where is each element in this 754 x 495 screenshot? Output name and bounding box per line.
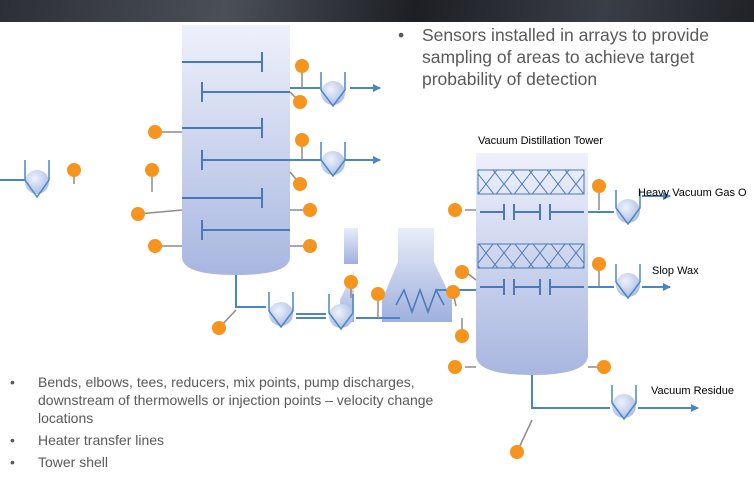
top-bullet-item: Sensors installed in arrays to provide s… <box>398 24 748 90</box>
pump-heavy-gas-oil <box>615 190 641 226</box>
sensor-dot <box>131 207 145 221</box>
sensor-dot <box>592 179 606 193</box>
pump-side-draw-middle <box>320 142 346 178</box>
packing-bed-upper <box>477 169 585 195</box>
sensor-array <box>67 59 611 459</box>
sensor-dot <box>293 177 307 191</box>
sensor-dot <box>67 163 81 177</box>
bottom-bullet-item: Heater transfer lines <box>4 431 444 449</box>
sensor-dot <box>303 239 317 253</box>
sensor-dot <box>148 125 162 139</box>
pump-slop-wax <box>615 264 641 300</box>
pump-vacuum-residue <box>611 385 637 421</box>
sensor-dot <box>510 445 524 459</box>
heavy-gas-oil-label: Heavy Vacuum Gas O <box>638 187 747 199</box>
pump-side-draw-upper <box>320 72 346 108</box>
sensor-dot <box>344 275 358 289</box>
sensor-dot <box>448 360 462 374</box>
bottom-bullet-list: Bends, elbows, tees, reducers, mix point… <box>4 373 444 475</box>
sensor-dot <box>148 239 162 253</box>
pump-bottoms-1 <box>268 292 294 329</box>
bottom-bullet-item: Bends, elbows, tees, reducers, mix point… <box>4 373 444 427</box>
vacuum-residue-label: Vacuum Residue <box>651 385 734 397</box>
slop-wax-label: Slop Wax <box>652 265 699 277</box>
sensor-dot <box>597 360 611 374</box>
title-bar-background <box>0 0 754 22</box>
sensor-dot <box>293 95 307 109</box>
sensor-dot <box>455 329 469 343</box>
sensor-dot <box>455 265 469 279</box>
vacuum-distillation-tower <box>476 153 588 375</box>
sensor-dot <box>212 321 226 335</box>
pump-inlet <box>24 160 50 199</box>
sensor-dot <box>303 203 317 217</box>
sensor-dot <box>295 133 309 147</box>
top-bullet-list: Sensors installed in arrays to provide s… <box>398 24 748 90</box>
sensor-dot <box>371 287 385 301</box>
tower-label: Vacuum Distillation Tower <box>478 135 603 147</box>
furnace-heater <box>340 228 452 322</box>
packing-bed-lower <box>477 243 585 269</box>
bottom-bullet-item: Tower shell <box>4 453 444 471</box>
left-column-tower <box>182 25 290 275</box>
sensor-dot <box>448 203 462 217</box>
sensor-dot <box>446 285 460 299</box>
sensor-dot <box>592 257 606 271</box>
sensor-dot <box>145 163 159 177</box>
sensor-dot <box>295 59 309 73</box>
pump-bottoms-2 <box>328 294 354 331</box>
